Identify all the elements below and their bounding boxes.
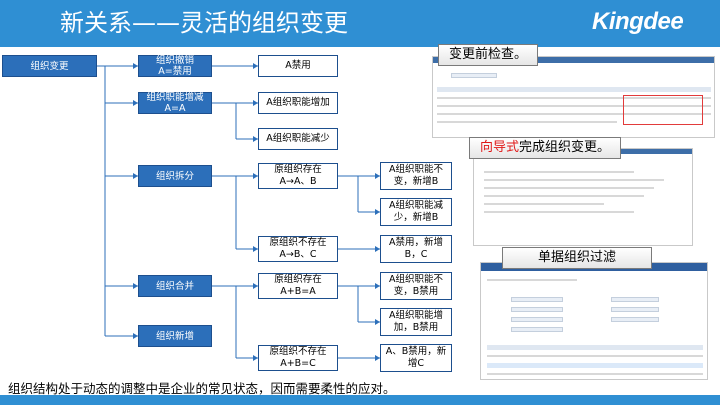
result-merge-exists-increased: A组织职能增加，B禁用 [380,308,452,336]
filter-callout: 单据组织过滤 [502,247,652,269]
precheck-screenshot [432,56,715,138]
branch-org-function-change: 组织职能增减 A=A [138,92,212,114]
result-merge-exists-unchanged: A组织职能不变，B禁用 [380,272,452,300]
branch-org-new: 组织新增 [138,325,212,347]
branch-org-merge: 组织合并 [138,275,212,297]
precheck-callout-text: 变更前检查。 [449,47,528,62]
leaf-a-function-decrease: A组织职能减少 [258,128,338,150]
result-split-not-exists: A禁用，新增B，C [380,235,452,263]
footer-band [0,395,720,405]
precheck-callout: 变更前检查。 [438,44,539,66]
filter-callout-text: 单据组织过滤 [537,250,616,265]
wizard-callout: 向导式完成组织变更。 [469,137,622,159]
result-split-exists-unchanged: A组织职能不变，新增B [380,162,452,190]
leaf-split-orig-exists: 原组织存在 A→A、B [258,163,338,189]
branch-org-split: 组织拆分 [138,165,212,187]
leaf-merge-orig-exists: 原组织存在 A+B=A [258,273,338,299]
page-title: 新关系——灵活的组织变更 [60,9,348,37]
kingdee-logo: Kingdee [592,8,684,35]
result-merge-not-exists: A、B禁用，新增C [380,344,452,372]
wizard-callout-text: 完成组织变更。 [519,140,611,155]
leaf-merge-orig-not-exists: 原组织不存在 A+B=C [258,345,338,371]
leaf-split-orig-not-exists: 原组织不存在 A→B、C [258,236,338,262]
branch-org-revoke: 组织撤销 A=禁用 [138,55,212,77]
leaf-a-disabled: A禁用 [258,55,338,77]
title-bar: 新关系——灵活的组织变更 Kingdee [0,0,720,47]
footer-note: 组织结构处于动态的调整中是企业的常见状态，因而需要柔性的应对。 [8,381,396,396]
leaf-a-function-increase: A组织职能增加 [258,92,338,114]
result-split-exists-decreased: A组织职能减少，新增B [380,198,452,226]
root-node-org-change: 组织变更 [2,55,97,77]
filter-screenshot [480,262,708,380]
wizard-callout-highlight: 向导式 [480,140,520,155]
wizard-screenshot [473,148,693,246]
